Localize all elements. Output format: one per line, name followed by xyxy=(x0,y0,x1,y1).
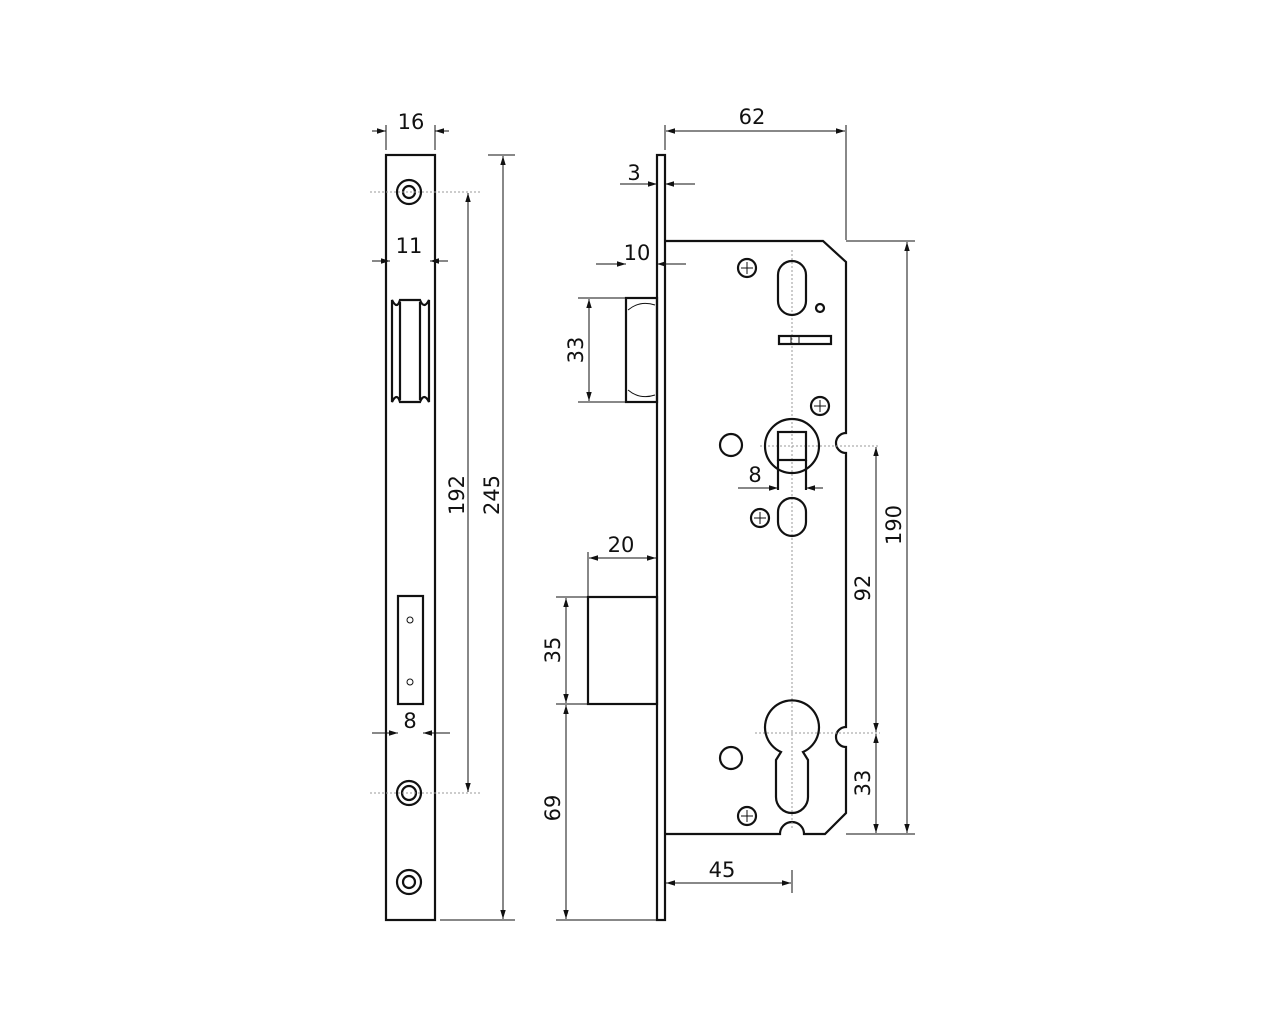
lock-dimensions: 62 3 10 33 20 35 69 45 8 92 33 190 xyxy=(541,105,915,921)
dim-faceplate-thickness: 3 xyxy=(627,161,640,185)
screw-icon xyxy=(736,805,758,827)
dim-screw-spacing: 192 xyxy=(445,475,469,515)
screw-icon xyxy=(749,507,771,529)
dim-backset: 45 xyxy=(709,858,736,882)
cylinder-cutout xyxy=(763,699,821,815)
lock-body xyxy=(586,153,880,922)
dim-bolt-projection: 20 xyxy=(608,533,635,557)
latch-slot xyxy=(390,298,431,404)
dim-follower-square: 8 xyxy=(748,463,761,487)
dim-strike-length: 245 xyxy=(480,475,504,515)
dim-bolt-to-end: 69 xyxy=(541,795,565,822)
bolt-slot xyxy=(396,594,425,706)
follower xyxy=(763,417,821,490)
screw-hole-top xyxy=(395,178,423,206)
dim-body-height: 190 xyxy=(882,505,906,545)
dim-body-depth: 62 xyxy=(739,105,766,129)
screw-hole-bottom xyxy=(395,868,423,896)
faceplate xyxy=(655,153,667,922)
deadbolt xyxy=(586,595,659,706)
lower-slot xyxy=(776,496,808,538)
screw-icon xyxy=(809,395,831,417)
dim-latch-projection: 10 xyxy=(624,241,651,265)
latch xyxy=(624,296,659,404)
strike-plate xyxy=(370,153,480,922)
dim-center-distance: 92 xyxy=(851,575,875,602)
dim-strike-slot-width: 11 xyxy=(396,234,423,258)
screw-hole-middle xyxy=(395,779,423,807)
dim-strike-width: 16 xyxy=(398,110,425,134)
strike-dimensions: 16 11 8 192 245 xyxy=(372,110,515,921)
top-slot xyxy=(776,259,808,317)
dim-bolt-height: 35 xyxy=(541,637,565,664)
screw-icon xyxy=(736,257,758,279)
dim-cylinder-to-bottom: 33 xyxy=(851,770,875,797)
dim-strike-hole-width: 8 xyxy=(403,709,416,733)
dim-latch-height: 33 xyxy=(564,337,588,364)
